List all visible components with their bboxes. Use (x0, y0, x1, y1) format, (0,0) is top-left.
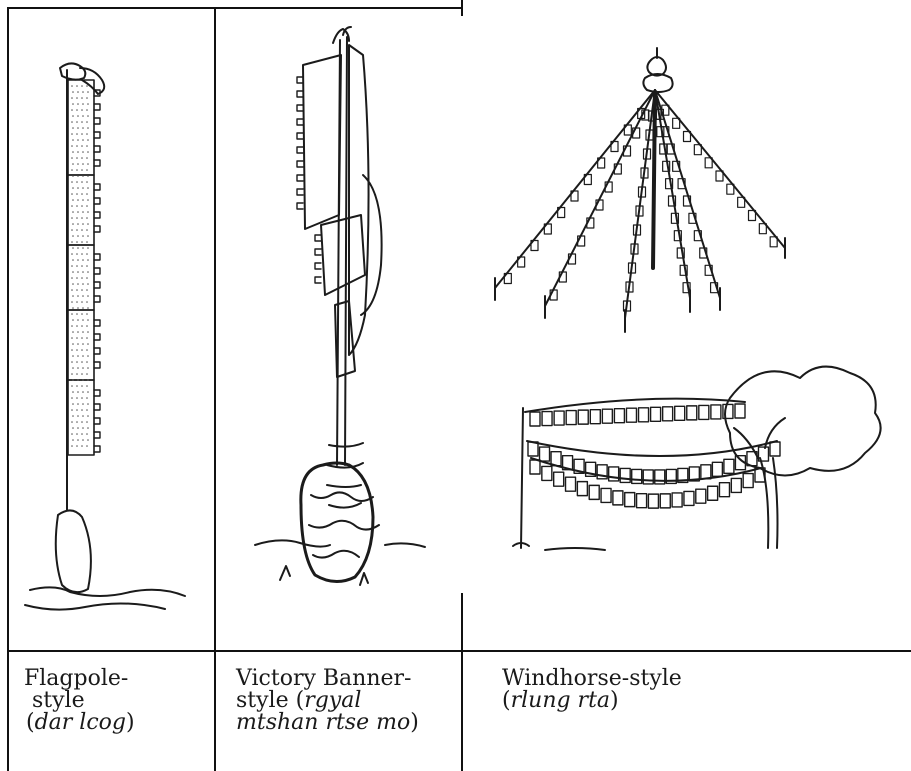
windhorse-illustration (475, 38, 885, 578)
caption-windhorse-term: rlung rta (511, 688, 610, 713)
caption-victory-line2: style (rgyal (236, 690, 419, 712)
table-left-border (7, 7, 9, 771)
caption-windhorse-line1: Windhorse-style (502, 668, 682, 690)
caption-windhorse-line2: (rlung rta) (502, 690, 682, 712)
caption-windhorse: Windhorse-style (rlung rta) (502, 668, 682, 712)
caption-flagpole-term: dar lcog (35, 710, 126, 735)
flagpole-illustration (20, 50, 200, 620)
caption-victory-line1: Victory Banner- (236, 668, 419, 690)
caption-flagpole-line3: (dar lcog) (24, 712, 135, 734)
caption-flagpole-line1: Flagpole- (24, 668, 135, 690)
victory-banner-illustration (225, 25, 455, 595)
table-top-border (7, 7, 461, 9)
caption-victory-line3: mtshan rtse mo) (236, 712, 419, 734)
column-divider-2-bottom (461, 593, 463, 771)
caption-flagpole: Flagpole- style (dar lcog) (24, 668, 135, 734)
caption-victory-term-b: mtshan rtse mo (236, 710, 410, 735)
caption-row-border (7, 650, 911, 652)
caption-flagpole-line2: style (24, 690, 135, 712)
caption-victory-banner: Victory Banner- style (rgyal mtshan rtse… (236, 668, 419, 734)
column-divider-1 (214, 7, 216, 771)
column-divider-2-top (461, 0, 463, 16)
